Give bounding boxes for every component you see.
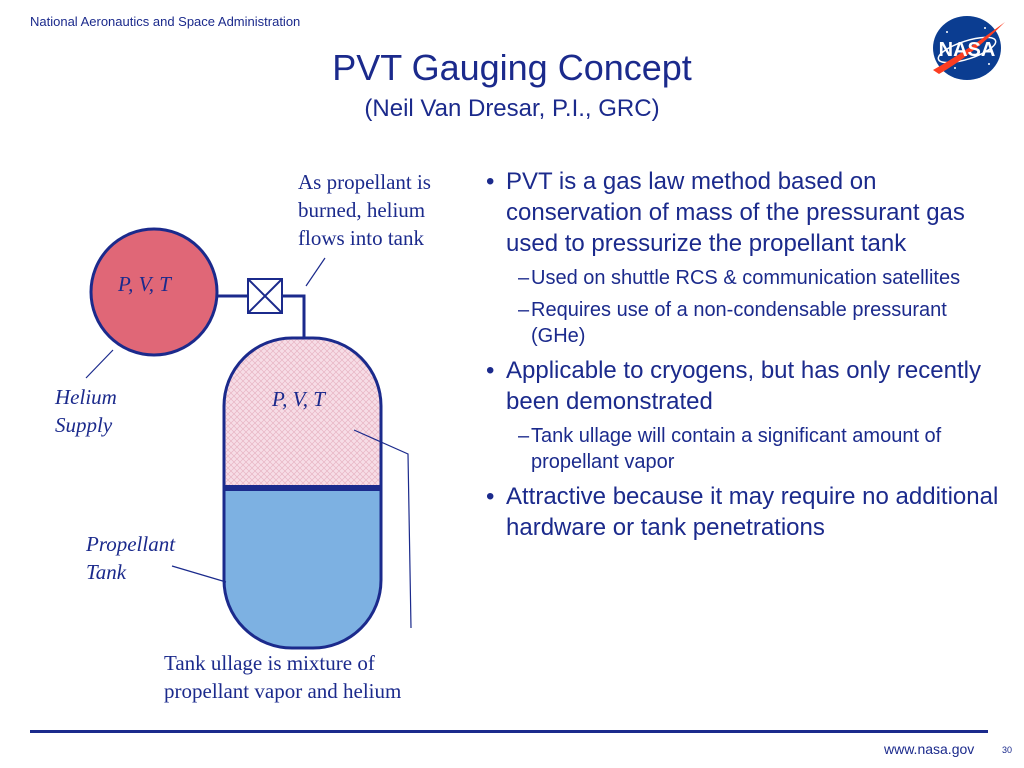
propellant-tank-line: Tank: [86, 560, 127, 584]
bullet-item: • Applicable to cryogens, but has only re…: [480, 355, 1000, 417]
helium-supply-label: Helium Supply: [55, 383, 117, 439]
helium-supply-line: Helium: [55, 385, 117, 409]
bullet-text: Attractive because it may require no add…: [506, 483, 999, 541]
bullet-dot-icon: •: [486, 357, 495, 384]
dash-icon: –: [518, 299, 530, 321]
bullet-text: PVT is a gas law method based on conserv…: [506, 168, 965, 257]
bullet-dot-icon: •: [486, 483, 495, 510]
annotation-bottom-line: Tank ullage is mixture of: [164, 651, 375, 675]
page-number: 30: [1002, 745, 1013, 755]
footer-divider: [30, 730, 988, 733]
tank-label: P, V, T: [272, 387, 325, 411]
sub-bullet-text: Tank ullage will contain a significant a…: [531, 425, 942, 473]
sub-bullet-item: –Used on shuttle RCS & communication sat…: [480, 265, 1000, 291]
nasa-logo: NASA: [933, 16, 1005, 80]
propellant-tank: [224, 338, 381, 648]
propellant-tank-label: Propellant Tank: [86, 530, 175, 586]
valve-icon: [247, 278, 283, 314]
dash-icon: –: [518, 425, 530, 447]
leader-ullage: [353, 429, 412, 629]
annotation-top-line: flows into tank: [298, 226, 424, 250]
leader-helium: [85, 349, 114, 379]
svg-text:NASA: NASA: [939, 39, 996, 61]
slide-subtitle: (Neil Van Dresar, P.I., GRC): [364, 95, 660, 122]
pressurant-line: [216, 294, 306, 338]
annotation-bottom-line: propellant vapor and helium: [164, 679, 402, 703]
bullet-item: • Attractive because it may require no ad…: [480, 481, 1000, 543]
bullet-dot-icon: •: [486, 168, 495, 195]
helium-sphere-label: P, V, T: [118, 272, 171, 296]
helium-supply-line: Supply: [55, 413, 113, 437]
dash-icon: –: [518, 267, 530, 289]
annotation-top-line: burned, helium: [298, 198, 426, 222]
bullet-text: Applicable to cryogens, but has only rec…: [506, 357, 981, 415]
footer-url[interactable]: www.nasa.gov: [884, 741, 975, 757]
helium-sphere: [89, 227, 219, 357]
bullet-item: • PVT is a gas law method based on conser…: [480, 166, 1000, 259]
annotation-bottom: Tank ullage is mixture of propellant vap…: [164, 649, 401, 705]
sub-bullet-text: Requires use of a non-condensable pressu…: [531, 299, 947, 347]
propellant-tank-line: Propellant: [86, 532, 176, 556]
sub-bullet-item: –Tank ullage will contain a significant …: [480, 423, 1000, 475]
annotation-top: As propellant is burned, helium flows in…: [298, 168, 431, 252]
sub-bullet-text: Used on shuttle RCS & communication sate…: [531, 267, 961, 289]
leader-top: [305, 257, 326, 287]
bullet-list: • PVT is a gas law method based on conser…: [480, 166, 1000, 549]
sub-bullet-item: –Requires use of a non-condensable press…: [480, 297, 1000, 349]
annotation-top-line: As propellant is: [298, 170, 431, 194]
slide-title: PVT Gauging Concept: [332, 47, 692, 88]
leader-tank: [171, 565, 227, 583]
organization-name: National Aeronautics and Space Administr…: [30, 14, 301, 29]
